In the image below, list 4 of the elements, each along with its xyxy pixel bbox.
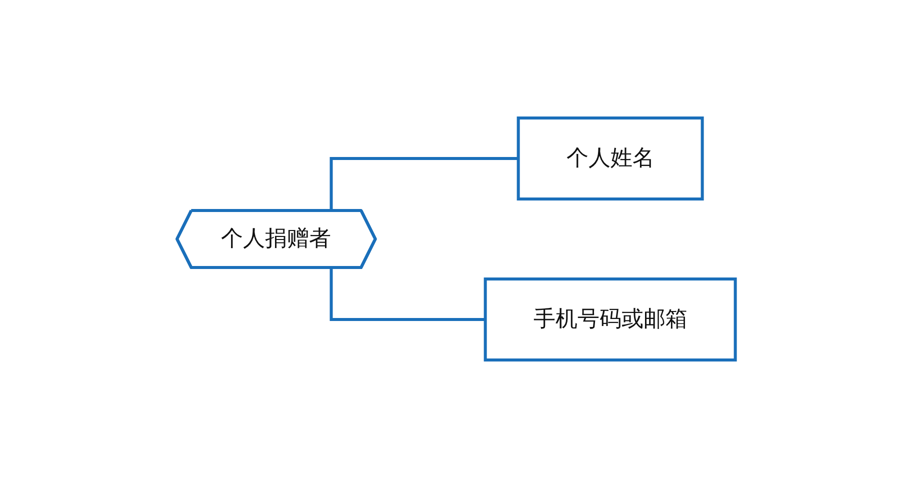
- node-box: 手机号码或邮箱: [484, 277, 737, 361]
- node-box: 个人姓名: [516, 116, 704, 200]
- connector: [330, 156, 518, 210]
- connector: [330, 268, 486, 320]
